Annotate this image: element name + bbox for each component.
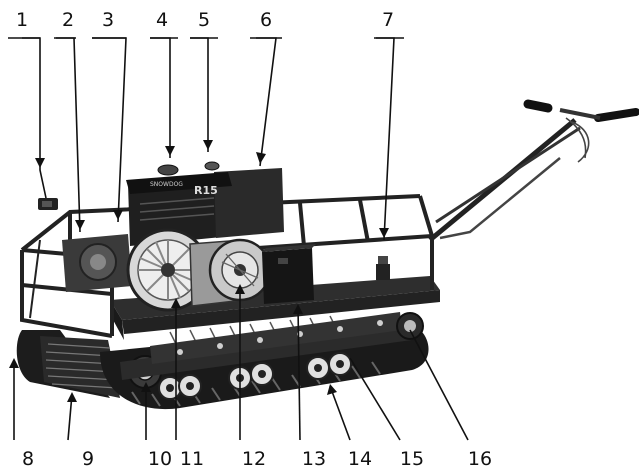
engine-brand-label: SNOWDOG — [150, 181, 183, 188]
callout-number-10: 10 — [148, 448, 172, 470]
callout-number-11: 11 — [180, 448, 204, 470]
callout-number-4: 4 — [156, 9, 168, 31]
callout-arrowheads — [9, 140, 389, 402]
callout-number-1: 1 — [16, 9, 28, 31]
engine: SNOWDOG R15 — [126, 161, 284, 246]
frame-rail — [120, 312, 412, 380]
callout-number-6: 6 — [260, 9, 272, 31]
idler-wheel — [396, 312, 424, 340]
machine-drawing: SNOWDOG R15 — [16, 99, 639, 410]
hitch-bracket — [376, 256, 390, 280]
rear-light — [38, 198, 58, 210]
track-rear — [16, 330, 120, 398]
callout-number-8: 8 — [22, 448, 34, 470]
callout-number-2: 2 — [62, 9, 74, 31]
callout-number-15: 15 — [400, 448, 424, 470]
callout-numbers: 1 2 3 4 5 6 7 8 9 10 11 12 13 14 15 16 — [16, 9, 492, 470]
handlebar — [428, 99, 639, 242]
engine-model-label: R15 — [194, 184, 218, 197]
callout-number-12: 12 — [242, 448, 266, 470]
engine-rear — [62, 234, 132, 292]
battery-box — [262, 244, 316, 304]
callout-number-9: 9 — [82, 448, 94, 470]
callout-number-7: 7 — [382, 9, 394, 31]
driven-pulley — [189, 238, 272, 307]
callout-number-3: 3 — [102, 9, 114, 31]
callout-number-16: 16 — [468, 448, 492, 470]
callout-number-14: 14 — [348, 448, 372, 470]
callout-number-13: 13 — [302, 448, 326, 470]
callout-number-5: 5 — [198, 9, 210, 31]
